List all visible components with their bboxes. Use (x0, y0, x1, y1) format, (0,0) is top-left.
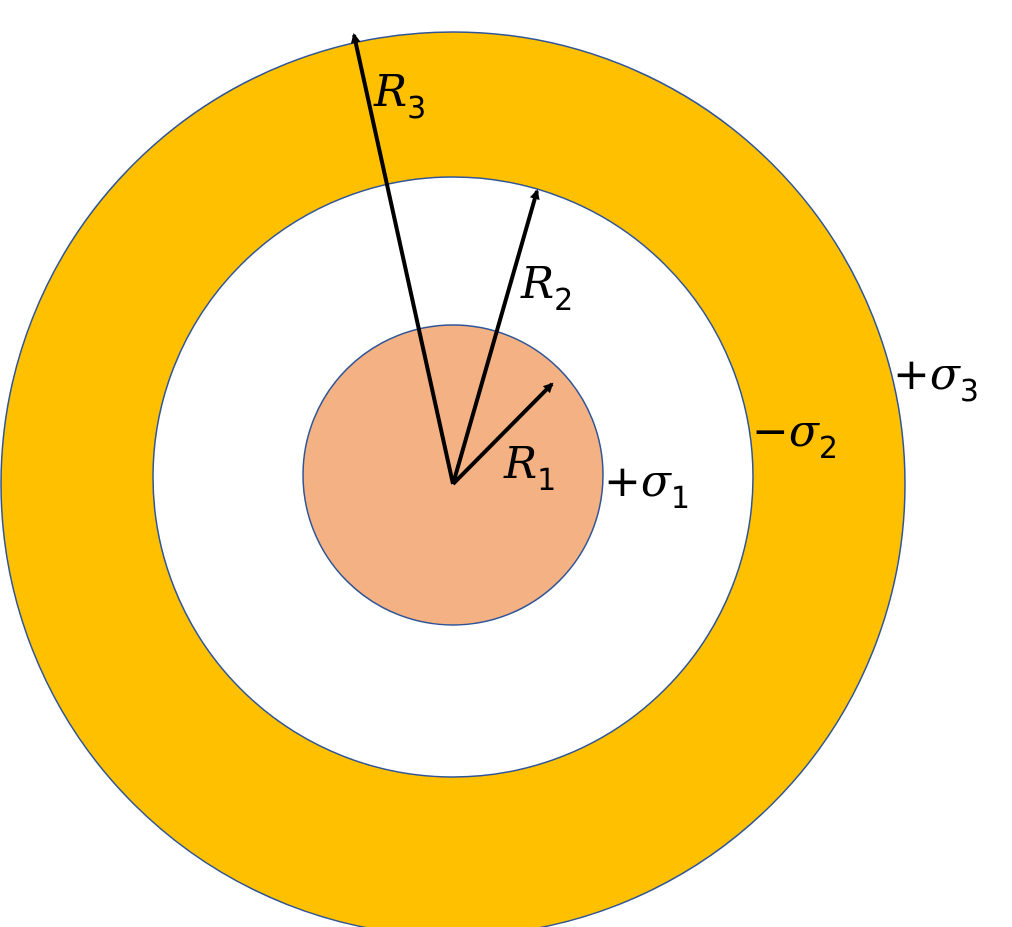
r1-symbol: R (503, 438, 537, 489)
r2-label: R2 (520, 258, 573, 318)
r3-label: R3 (373, 66, 426, 126)
sigma2-sign: − (752, 406, 789, 457)
sigma3-sign: + (893, 349, 930, 400)
r3-arrow (350, 33, 455, 485)
sigma2-subscript: 2 (819, 431, 838, 466)
r3-subscript: 3 (407, 91, 426, 126)
sigma2-label: −σ2 (752, 406, 838, 466)
sigma2-symbol: σ (789, 406, 821, 457)
r2-subscript: 2 (554, 283, 573, 318)
r2-symbol: R (520, 258, 554, 309)
sigma3-label: +σ3 (893, 349, 979, 409)
sigma1-sign: + (604, 456, 641, 507)
r1-arrow (451, 382, 554, 486)
sigma3-subscript: 3 (960, 374, 979, 409)
radius-arrows (350, 33, 554, 486)
r2-arrow (451, 189, 540, 485)
r3-symbol: R (373, 66, 407, 117)
sigma3-symbol: σ (930, 349, 962, 400)
sigma1-subscript: 1 (671, 481, 690, 516)
sigma1-symbol: σ (641, 456, 673, 507)
r1-label: R1 (503, 438, 556, 498)
sigma1-label: +σ1 (604, 456, 690, 516)
r1-subscript: 1 (537, 463, 556, 498)
